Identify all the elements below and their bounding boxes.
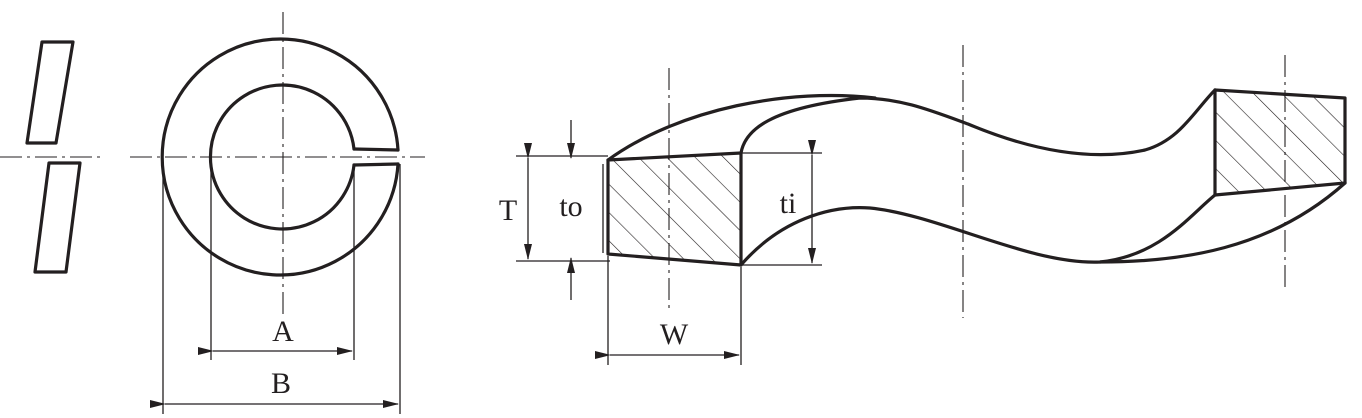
- left-section-hatch: [608, 153, 741, 265]
- split-gap-upper: [352, 147, 400, 152]
- right-section-hatch: [1215, 90, 1345, 195]
- top-outer-edge: [606, 93, 877, 162]
- bottom-outer-edge: [1098, 181, 1347, 264]
- side-view: [0, 40, 105, 274]
- lower-half-profile: [33, 161, 82, 274]
- w-dimension-label: W: [660, 318, 689, 351]
- outer-ring-edge: [160, 37, 400, 277]
- split-gap-lower: [352, 162, 400, 167]
- t-dimension-label: T: [499, 194, 517, 227]
- front-view: A B: [130, 12, 425, 414]
- ti-dimension-label: ti: [780, 187, 797, 220]
- dimension-b-label: B: [271, 367, 291, 400]
- to-dimension-label: to: [559, 190, 582, 223]
- section-view: T to ti W: [499, 45, 1347, 365]
- upper-half-profile: [25, 40, 75, 145]
- top-inner-edge: [739, 88, 1217, 157]
- dimension-a-label: A: [272, 315, 294, 348]
